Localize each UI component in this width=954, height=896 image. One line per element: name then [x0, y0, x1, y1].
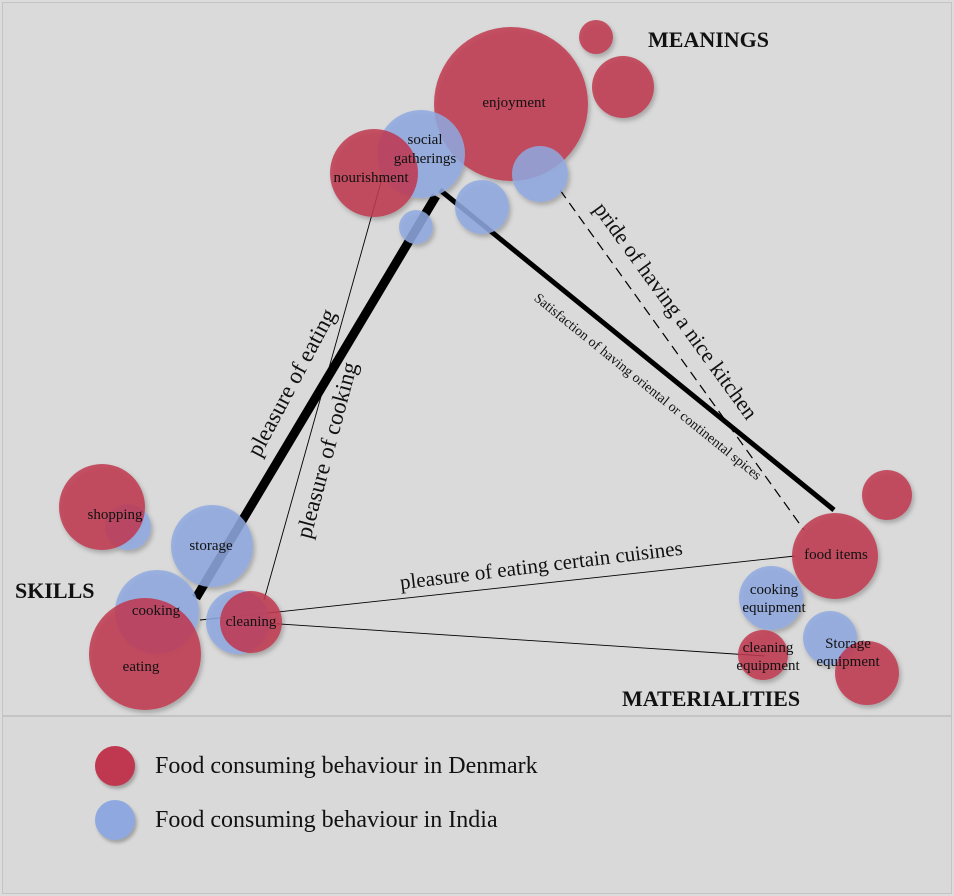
edge-pride-kitchen [559, 189, 805, 531]
node-enjoyment-circle [434, 27, 588, 181]
node-storage-circle [171, 505, 253, 587]
node-small-denmark-4 [835, 641, 899, 705]
legend-panel [2, 716, 952, 894]
node-small-denmark-1 [579, 20, 613, 54]
node-cleaning-circle [220, 591, 282, 653]
legend-item-india: Food consuming behaviour in India [95, 800, 498, 840]
label-certain-cuisines: pleasure of eating certain cuisines [398, 536, 683, 594]
legend-swatch-india [95, 800, 135, 840]
corner-label-materialities: MATERIALITIES [622, 686, 800, 711]
label-social-gatherings-line1: social [408, 132, 443, 148]
label-eating: eating [123, 659, 160, 675]
legend-swatch-denmark [95, 746, 135, 786]
node-small-india-2 [455, 180, 509, 234]
corner-label-meanings: MEANINGS [648, 27, 769, 52]
label-pride-kitchen: pride of having a nice kitchen [589, 197, 763, 424]
node-nourishment-circle [330, 129, 418, 217]
label-storage: storage [189, 538, 233, 554]
node-small-denmark-2 [592, 56, 654, 118]
label-food-items: food items [804, 547, 868, 563]
practice-triangle-diagram: enjoyment social gatherings nourishment … [15, 20, 912, 711]
label-cleaning-equipment-line2: equipment [736, 658, 800, 674]
node-food-items-circle [792, 513, 878, 599]
node-labels: enjoyment social gatherings nourishment … [87, 95, 880, 675]
label-enjoyment: enjoyment [482, 95, 546, 111]
label-cooking: cooking [132, 603, 181, 619]
label-shopping: shopping [87, 507, 143, 523]
node-eating-circle [89, 598, 201, 710]
node-cooking-equipment-circle [739, 566, 803, 630]
label-cleaning-equipment-line1: cleaning [743, 640, 794, 656]
node-small-denmark-3 [862, 470, 912, 520]
edge-pleasure-of-cooking [263, 167, 386, 601]
label-social-gatherings-line2: gatherings [394, 151, 457, 167]
legend-item-denmark: Food consuming behaviour in Denmark [95, 746, 538, 786]
node-small-india-1 [512, 146, 568, 202]
node-shopping-circle [59, 464, 145, 550]
corner-label-skills: SKILLS [15, 578, 95, 603]
edge-meanings-to-materialities [438, 188, 836, 512]
legend-label-denmark: Food consuming behaviour in Denmark [155, 752, 538, 779]
node-circles [59, 20, 912, 710]
label-nourishment: nourishment [334, 170, 410, 186]
edge-cleaning-to-food-items [249, 555, 796, 616]
label-cooking-equipment-line2: equipment [742, 600, 806, 616]
label-cleaning: cleaning [226, 614, 277, 630]
edge-cleaning-to-cleaning-equipment [249, 621, 766, 657]
node-cleaning-equipment-circle [738, 630, 788, 680]
label-storage-equipment-line2: equipment [816, 654, 880, 670]
node-small-india-3 [399, 210, 433, 244]
label-storage-equipment-line1: Storage [825, 636, 871, 652]
legend-label-india: Food consuming behaviour in India [155, 806, 498, 833]
label-cooking-equipment-line1: cooking [750, 582, 799, 598]
